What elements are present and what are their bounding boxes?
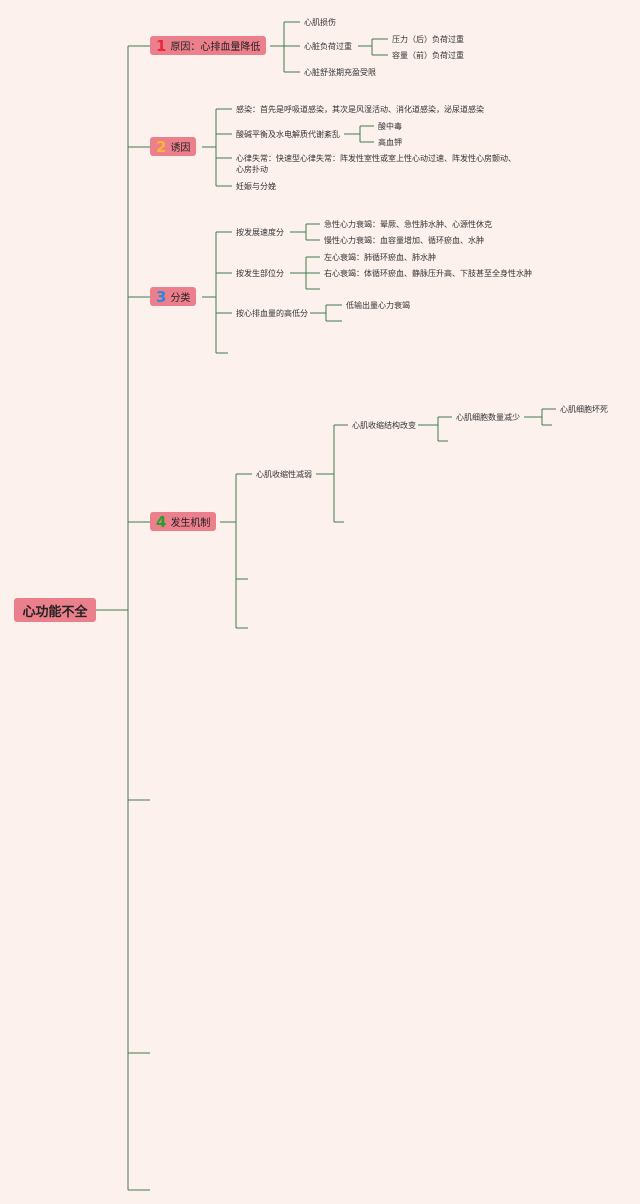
topic-node[interactable]: 心肌收缩结构改变	[352, 421, 416, 430]
branch-number: 1	[156, 36, 167, 55]
topic-node[interactable]: 按发生部位分	[236, 269, 284, 278]
topic-node[interactable]: 压力（后）负荷过重	[392, 35, 464, 44]
root-node[interactable]: 心功能不全	[14, 598, 96, 622]
branch-trigger[interactable]: 2 诱因	[150, 137, 197, 156]
topic-node[interactable]: 心律失常：快速型心律失常：阵发性室性或室上性心动过速、阵发性心房颤动、	[236, 154, 516, 163]
branch-label: 原因：心排血量降低	[170, 42, 261, 53]
topic-node[interactable]: 心肌细胞数量减少	[456, 413, 520, 422]
branch-number: 2	[156, 137, 167, 156]
branch-number: 3	[156, 287, 167, 306]
topic-node[interactable]: 妊娠与分娩	[236, 182, 276, 191]
topic-node[interactable]: 高血钾	[378, 138, 402, 147]
topic-node[interactable]: 按发展速度分	[236, 228, 284, 237]
topic-node[interactable]: 酸碱平衡及水电解质代谢紊乱	[236, 130, 340, 139]
root-label: 心功能不全	[22, 604, 88, 620]
topic-node[interactable]: 心肌细胞坏死	[560, 405, 608, 414]
branch-label: 诱因	[170, 143, 191, 154]
branch-number: 4	[156, 512, 167, 531]
topic-node[interactable]: 按心排血量的高低分	[236, 309, 308, 318]
branch-label: 发生机制	[170, 518, 211, 529]
branch-label: 分类	[170, 293, 191, 304]
topic-node[interactable]: 酸中毒	[378, 122, 402, 131]
branch-classification[interactable]: 3 分类	[150, 287, 197, 306]
branch-cause[interactable]: 1 原因：心排血量降低	[150, 36, 267, 55]
topic-node-continued: 心房扑动	[236, 165, 268, 174]
topic-node[interactable]: 心脏负荷过重	[304, 42, 352, 51]
topic-node[interactable]: 左心衰竭：肺循环瘀血、肺水肿	[324, 253, 436, 262]
topic-node[interactable]: 右心衰竭：体循环瘀血、静脉压升高、下肢甚至全身性水肿	[324, 269, 532, 278]
topic-node[interactable]: 心脏舒张期充盈受限	[304, 68, 376, 77]
topic-node[interactable]: 感染：首先是呼吸道感染，其次是风湿活动、消化道感染，泌尿道感染	[236, 105, 484, 114]
branch-mechanism[interactable]: 4 发生机制	[150, 512, 217, 531]
topic-node[interactable]: 心肌损伤	[304, 18, 336, 27]
topic-node[interactable]: 慢性心力衰竭：血容量增加、循环瘀血、水肿	[324, 236, 484, 245]
topic-node[interactable]: 容量（前）负荷过重	[392, 51, 464, 60]
topic-node[interactable]: 低输出量心力衰竭	[346, 301, 410, 310]
topic-node[interactable]: 心肌收缩性减弱	[256, 470, 312, 479]
topic-node[interactable]: 急性心力衰竭：晕厥、急性肺水肿、心源性休克	[324, 220, 492, 229]
